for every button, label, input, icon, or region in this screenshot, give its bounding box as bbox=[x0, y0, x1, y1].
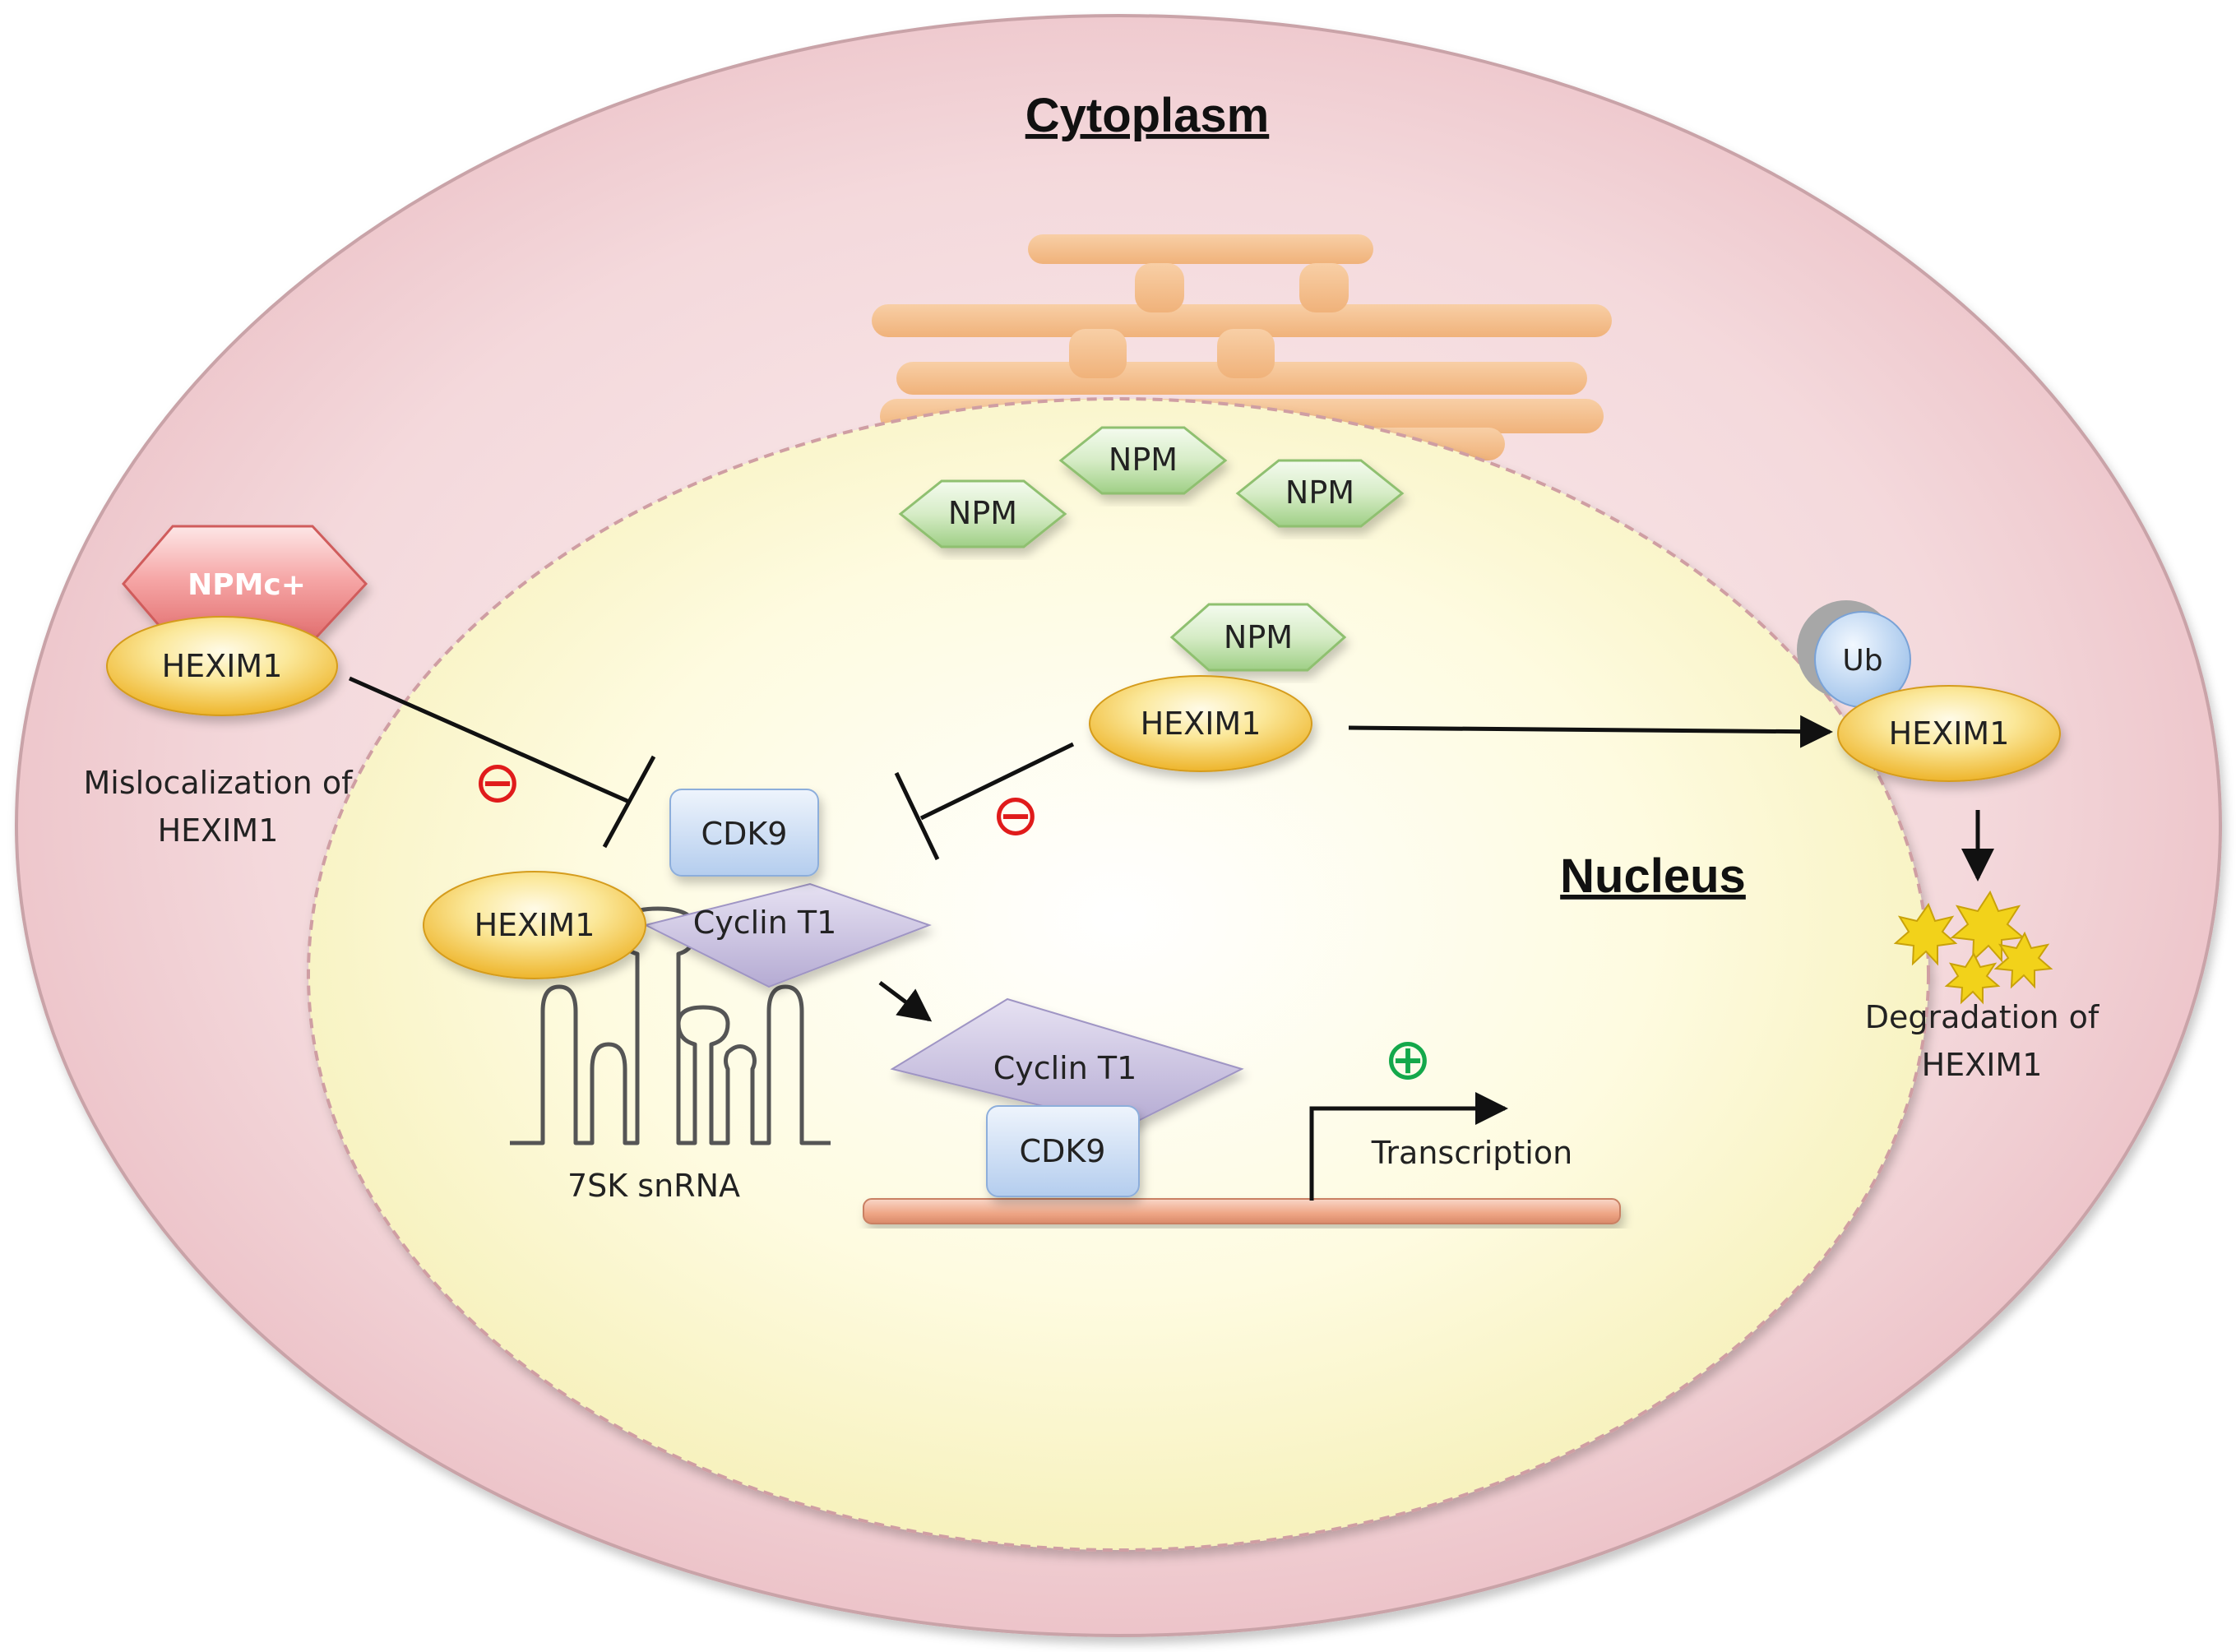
hexim1-label: HEXIM1 bbox=[475, 907, 595, 943]
inhibition-symbol: ⊖ bbox=[474, 748, 522, 816]
nucleus-title: Nucleus bbox=[1560, 849, 1746, 903]
7sk-snrna bbox=[510, 906, 831, 1145]
inhibition-line bbox=[919, 742, 1075, 821]
inhibition-line bbox=[348, 676, 631, 804]
transcription-start-arrow bbox=[1309, 1092, 1508, 1201]
hexim1-label: HEXIM1 bbox=[162, 648, 283, 684]
hexim1-bound-npm: HEXIM1 bbox=[1089, 675, 1312, 772]
transcription-label: Transcription bbox=[1371, 1135, 1572, 1171]
nucleus-region bbox=[307, 397, 1930, 1552]
hexim1-label: HEXIM1 bbox=[1889, 715, 2010, 752]
ub-label: Ub bbox=[1842, 644, 1882, 678]
7sk-snrna-label: 7SK snRNA bbox=[567, 1168, 740, 1204]
hexim1-complex: HEXIM1 bbox=[423, 871, 646, 979]
cyclin-t1-label: Cyclin T1 bbox=[993, 1050, 1137, 1086]
cdk9-label: CDK9 bbox=[701, 816, 788, 852]
mislocalization-caption: Mislocalization of bbox=[84, 765, 354, 801]
degradation-path-arrow bbox=[1348, 715, 1833, 748]
hexim1-mislocalized: HEXIM1 bbox=[106, 616, 338, 716]
npm-label: NPM bbox=[1285, 474, 1354, 511]
npm-hexagon: NPM bbox=[1058, 426, 1228, 495]
npm-hexagon: NPM bbox=[1235, 459, 1405, 528]
release-arrow bbox=[878, 981, 933, 1022]
degraded-fragments-icon bbox=[1893, 890, 2053, 1005]
degradation-caption: HEXIM1 bbox=[1922, 1047, 2043, 1083]
npmc-label: NPMc+ bbox=[187, 568, 306, 602]
activation-symbol: ⊕ bbox=[1384, 1025, 1433, 1093]
degradation-caption: Degradation of bbox=[1865, 999, 2100, 1035]
cyclin-t1-inactive: Cyclin T1 bbox=[643, 882, 932, 988]
inhibition-bar bbox=[602, 755, 656, 849]
npm-label: NPM bbox=[948, 495, 1017, 531]
npm-hexagon: NPM bbox=[1169, 603, 1347, 672]
hexim1-ubiquitinated: HEXIM1 bbox=[1837, 685, 2061, 782]
npm-label: NPM bbox=[1224, 619, 1293, 655]
inhibition-bar bbox=[894, 771, 940, 861]
dna-strand bbox=[863, 1198, 1621, 1224]
cdk9-active: CDK9 bbox=[986, 1105, 1140, 1197]
cyclin-t1-label: Cyclin T1 bbox=[693, 905, 837, 941]
npm-label: NPM bbox=[1109, 442, 1178, 478]
ub-tag: Ub bbox=[1797, 600, 1911, 708]
cdk9-label: CDK9 bbox=[1020, 1133, 1106, 1169]
cytoplasm-title: Cytoplasm bbox=[1025, 89, 1270, 142]
cyclin-t1-active: Cyclin T1 bbox=[890, 997, 1244, 1128]
inhibition-symbol: ⊖ bbox=[992, 781, 1040, 849]
hexim1-label: HEXIM1 bbox=[1141, 706, 1262, 742]
npmc-hexagon: NPMc+ bbox=[122, 525, 368, 643]
cdk9-inactive: CDK9 bbox=[669, 789, 819, 877]
mislocalization-caption: HEXIM1 bbox=[158, 812, 279, 849]
npm-hexagon: NPM bbox=[898, 479, 1067, 548]
